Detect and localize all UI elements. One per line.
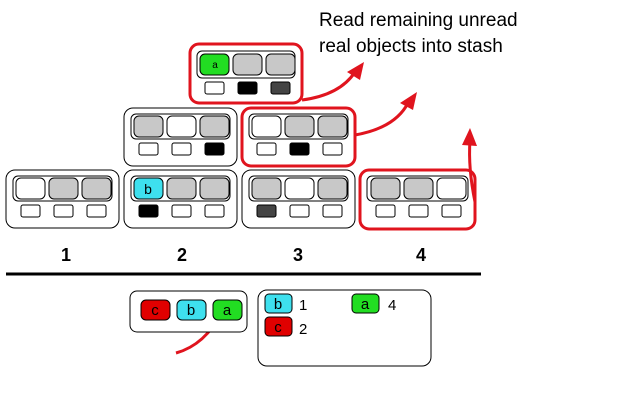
- buffer-item-c: c: [151, 302, 159, 319]
- tree-leaf-3: [241, 169, 356, 229]
- read-buffer: c b a: [129, 290, 248, 333]
- caption-line-2: real objects into stash: [319, 36, 503, 57]
- column-label-4: 4: [416, 245, 426, 265]
- column-label-1: 1: [61, 245, 71, 265]
- stash-value-b: 1: [299, 297, 307, 314]
- tree-node-l1-left: [123, 107, 238, 167]
- slot-b-label: b: [144, 181, 152, 197]
- stash-key-b: b: [274, 296, 282, 313]
- tree-leaf-4: [358, 168, 477, 231]
- stash-value-c: 2: [299, 321, 307, 338]
- tree-leaf-2: b: [123, 169, 238, 229]
- arrowhead-icon: [347, 62, 364, 80]
- stash-value-a: 4: [388, 297, 396, 314]
- stash: b 1 a 4 c 2: [257, 289, 432, 367]
- column-label-3: 3: [293, 245, 303, 265]
- arrowhead-icon: [400, 92, 417, 110]
- stash-key-a: a: [361, 296, 370, 313]
- tree-node-l1-right: [240, 106, 357, 168]
- tree-node-top: a: [188, 42, 304, 105]
- buffer-item-b: b: [187, 302, 195, 319]
- arrow-up-icon: [354, 102, 410, 137]
- buffer-item-a: a: [223, 302, 232, 319]
- stash-key-c: c: [274, 319, 282, 336]
- caption-line-1: Read remaining unread: [319, 10, 518, 31]
- column-label-2: 2: [177, 245, 187, 265]
- slot-a-label: a: [212, 60, 218, 71]
- slot-a: [199, 53, 230, 76]
- arrow-up-icon: [301, 71, 357, 102]
- tree-leaf-1: [5, 169, 120, 229]
- arrowhead-icon: [462, 128, 477, 146]
- slot-b: [133, 177, 164, 200]
